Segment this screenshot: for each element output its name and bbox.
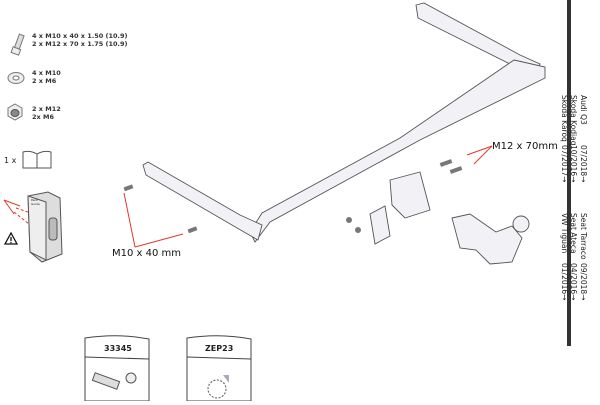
vehicle-date: 04/2016→ bbox=[569, 263, 579, 301]
center-bracket bbox=[389, 171, 431, 219]
pack-guide-text: Pack Guide bbox=[31, 198, 40, 206]
crossbar-beam bbox=[249, 59, 546, 243]
kit-box-towbar bbox=[83, 333, 153, 405]
vehicle-name: Skoda Karoq bbox=[560, 95, 569, 142]
manual-book-icon bbox=[20, 149, 54, 175]
m10-callout: M10 x 40 mm bbox=[112, 248, 182, 259]
warning-icon bbox=[3, 230, 19, 249]
nut-icon bbox=[6, 103, 24, 125]
vehicle-name: Skoda Kodiaq bbox=[569, 95, 579, 146]
nut-spec-m6: 2x M6 bbox=[32, 113, 54, 121]
vehicle-item: Audi Q3 07/2018→ bbox=[579, 95, 588, 183]
bolt-spec-m10: 4 x M10 x 40 x 1.50 (10.9) bbox=[32, 32, 128, 40]
vehicle-item: Seat Ateca 04/2016→ bbox=[569, 213, 579, 300]
vehicle-date: 01/2016→ bbox=[560, 263, 569, 301]
vehicle-name: Audi Q3 bbox=[579, 95, 588, 125]
kit-code: ZEP23 bbox=[205, 344, 234, 353]
kit-code: 33345 bbox=[104, 344, 132, 353]
pack-guide-illustration bbox=[0, 190, 72, 268]
washer-spec-m10: 4 x M10 bbox=[32, 69, 61, 77]
washer-icon bbox=[7, 70, 25, 89]
vehicle-date: 07/2017→ bbox=[560, 145, 569, 183]
m12-callout: M12 x 70mm bbox=[492, 141, 558, 152]
vehicle-item: Seat Tarraco 09/2018→ bbox=[579, 213, 588, 301]
vehicle-date: 10/2016→ bbox=[569, 145, 579, 183]
bolt-icon bbox=[6, 32, 28, 62]
manual-qty: 1 x bbox=[4, 156, 17, 165]
bolt-spec-m12: 2 x M12 x 70 x 1.75 (10.9) bbox=[32, 40, 128, 48]
vehicle-name: VW Tiguan bbox=[560, 213, 569, 254]
vehicle-date: 09/2018→ bbox=[579, 263, 588, 301]
vehicle-date: 07/2018→ bbox=[579, 145, 588, 183]
left-mounting-arm bbox=[142, 161, 263, 241]
vehicle-item: Skoda Karoq 07/2017→ bbox=[560, 95, 569, 183]
washer-spec: 4 x M10 2 x M6 bbox=[32, 69, 61, 85]
tow-ball bbox=[512, 215, 530, 233]
vehicle-name: Seat Tarraco bbox=[579, 213, 588, 260]
bolt-spec: 4 x M10 x 40 x 1.50 (10.9) 2 x M12 x 70 … bbox=[32, 32, 128, 48]
vehicle-item: VW Tiguan 01/2016→ bbox=[560, 213, 569, 301]
vehicle-name: Seat Ateca bbox=[569, 213, 579, 254]
nut-spec: 2 x M12 2x M6 bbox=[32, 105, 61, 121]
nut-spec-m12: 2 x M12 bbox=[32, 105, 61, 113]
kit-box-electrics bbox=[185, 333, 255, 405]
divider-rule bbox=[567, 0, 571, 346]
towbar-diagram bbox=[123, 2, 546, 265]
washer-spec-m6: 2 x M6 bbox=[32, 77, 57, 85]
socket-plate bbox=[369, 205, 391, 245]
tow-ball-neck bbox=[451, 213, 523, 265]
